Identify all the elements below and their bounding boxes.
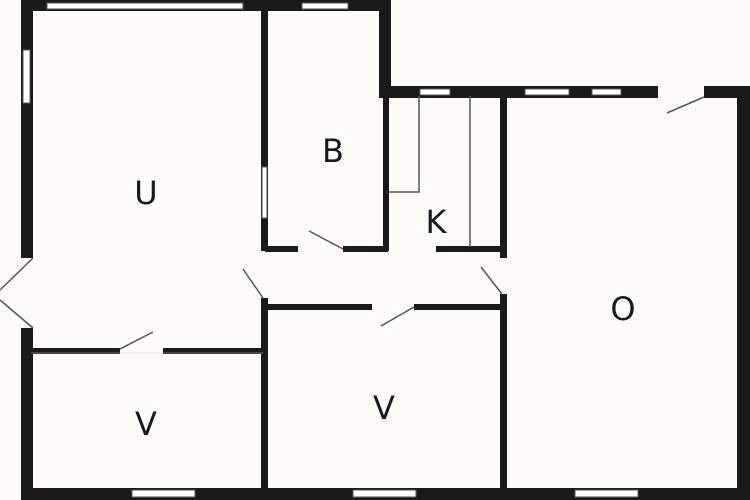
room-label-b: B bbox=[322, 132, 344, 170]
room-label-k: K bbox=[425, 203, 447, 241]
room-label-o: O bbox=[610, 290, 636, 328]
room-label-u: U bbox=[134, 174, 158, 212]
room-label-v-left: V bbox=[135, 405, 157, 443]
room-label-v-center: V bbox=[373, 389, 395, 427]
